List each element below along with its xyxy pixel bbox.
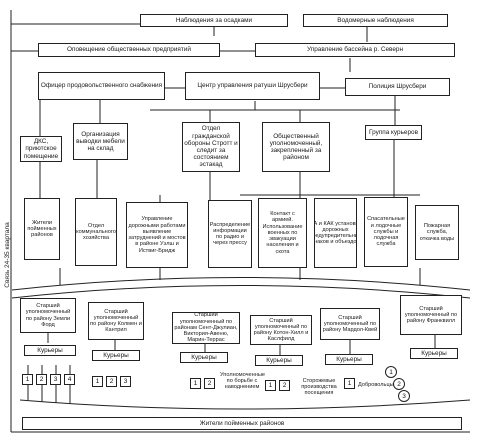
box-couriers-1: Курьеры	[24, 345, 76, 356]
num-1a: 1	[22, 374, 33, 385]
box-defense: Отдел гражданской обороны Стротт и следи…	[182, 122, 240, 172]
box-dept-communal: Отдел коммунального хозяйства	[75, 198, 117, 266]
box-couriers-4: Курьеры	[255, 355, 303, 366]
num-1b: 1	[92, 376, 103, 387]
box-notify: Оповещение общественных предприятий	[38, 43, 220, 57]
box-senior-2: Старший уполномоченный по району Колмен …	[88, 302, 144, 340]
num-2a: 2	[36, 374, 47, 385]
box-senior-4: Старший уполномоченный по району Котон-Х…	[250, 315, 312, 345]
box-org-evac: Организация выводки мебели на склад	[73, 123, 128, 160]
box-couriers-5: Курьеры	[325, 354, 373, 365]
num-4a: 4	[64, 374, 75, 385]
num-2d: 2	[279, 380, 290, 391]
box-contact: Контакт с армией. Использование военных …	[258, 198, 307, 268]
circle-2: 2	[393, 378, 405, 390]
num-3a: 3	[50, 374, 61, 385]
box-couriers-group: Группа курьеров	[365, 125, 422, 140]
box-senior-6: Старший уполномоченный по району Франкви…	[400, 295, 462, 335]
note-warn-left: Уполномоченные по борьбе с наводнением	[220, 372, 265, 391]
circle-3: 3	[398, 390, 410, 402]
num-1e: 1	[344, 378, 355, 389]
box-fire: Пожарная служба, откачка воды	[415, 205, 459, 260]
box-senior-5: Старший уполномоченный по району Мардол-…	[320, 308, 380, 340]
box-couriers-6: Курьеры	[410, 348, 458, 359]
box-water: Водомерные наблюдения	[303, 14, 448, 27]
box-precip: Наблюдения за осадками	[140, 14, 288, 27]
box-dks: ДКС, приютское помещение	[20, 136, 62, 162]
side-label: Связь 24-35 квартала	[4, 222, 11, 288]
box-aa-kak: АА и КАК установка дорожных предупредите…	[314, 198, 357, 268]
box-senior-3: Старший уполномоченный по районам Сент-Д…	[172, 312, 240, 344]
box-residents-flood: Жители пойменных районов	[24, 198, 60, 260]
box-couriers-2: Курьеры	[92, 350, 140, 361]
num-1d: 1	[265, 380, 276, 391]
box-public-rep: Общественный уполномоченный, закрепленны…	[262, 122, 330, 172]
num-3b: 3	[120, 376, 131, 387]
num-2b: 2	[106, 376, 117, 387]
box-center: Центр управления ратуши Шрусбери	[185, 72, 320, 100]
note-warn-right: Добровольцы	[358, 382, 394, 388]
note-warn-mid: Сторожевые производства посещения	[301, 378, 337, 397]
box-distribution: Распределение информации по радио и чере…	[208, 200, 252, 268]
box-roads: Управление дорожными работами выявление …	[126, 202, 188, 268]
box-senior-1: Старший уполномоченный по району Земли Ф…	[20, 298, 76, 333]
box-residents-bottom: Жители пойменных районов	[22, 417, 462, 430]
circle-1: 1	[385, 366, 397, 378]
box-civil-officer: Офицер продовольственного снабжения	[38, 72, 165, 100]
num-2c: 2	[204, 378, 215, 389]
box-basin: Управление бассейна р. Северн	[255, 43, 455, 57]
box-couriers-3: Курьеры	[180, 352, 228, 363]
box-police: Полиция Шрусбери	[345, 78, 450, 96]
num-1c: 1	[190, 378, 201, 389]
box-rescue: Спасательные и лодочные службы и лодочна…	[364, 197, 408, 267]
